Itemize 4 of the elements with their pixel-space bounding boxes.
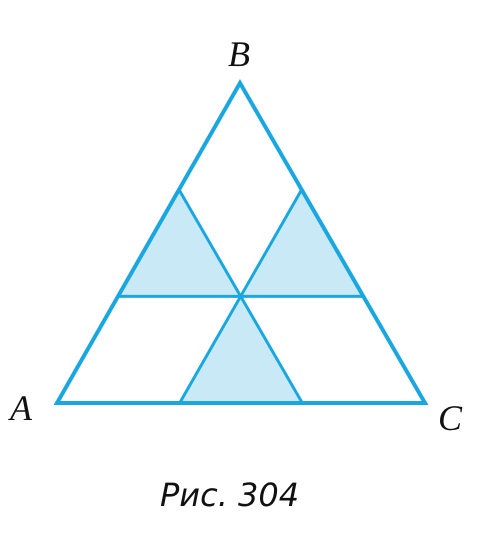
vertex-label: C (438, 400, 462, 436)
figure-caption: Рис. 304 (160, 478, 300, 514)
vertex-label: B (228, 36, 250, 72)
vertex-label: A (10, 390, 32, 426)
